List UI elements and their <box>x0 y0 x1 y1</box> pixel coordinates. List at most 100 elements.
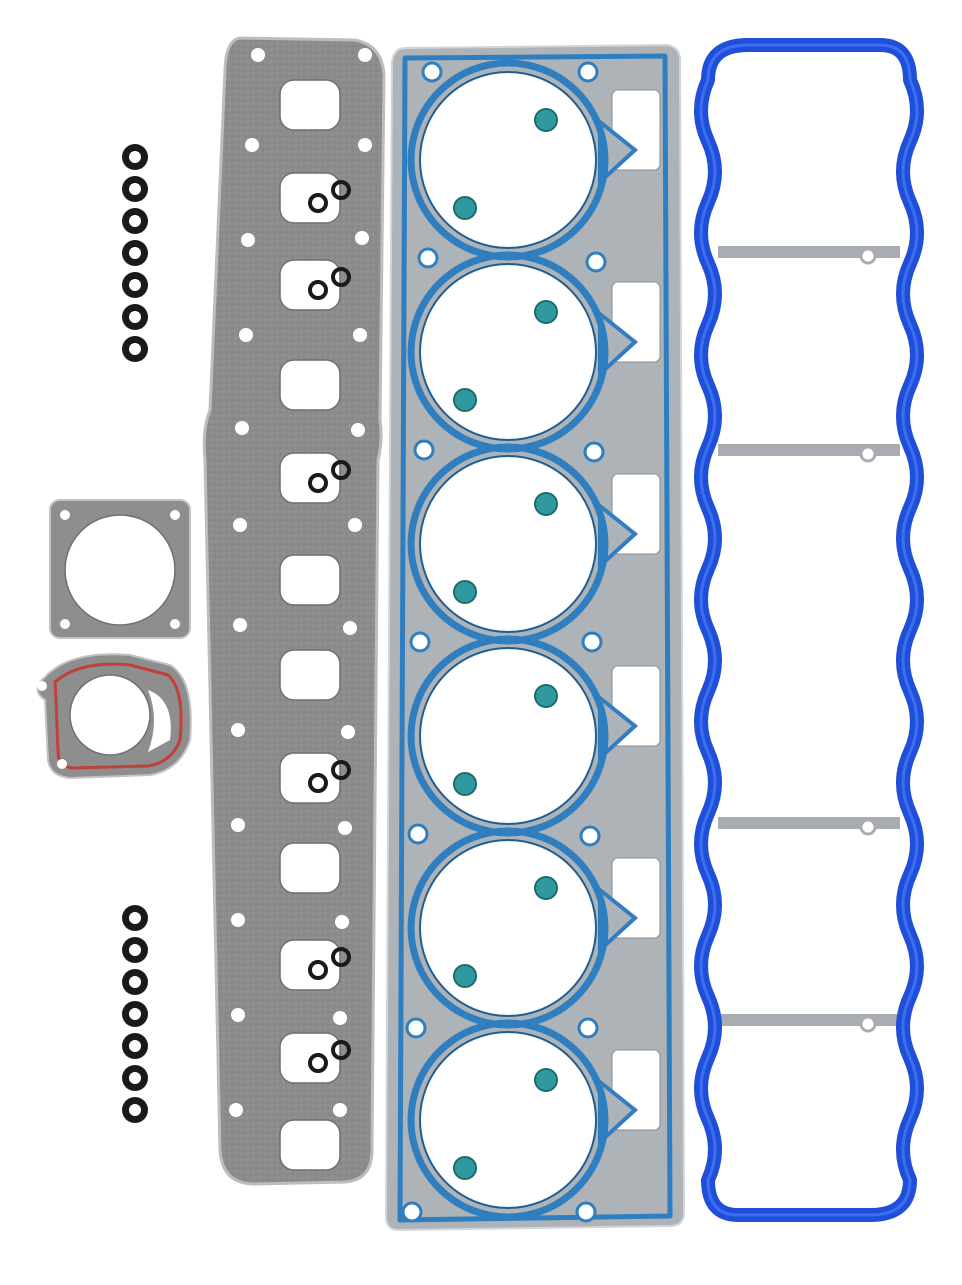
bolt-hole <box>233 618 247 632</box>
valve-seal <box>534 1068 558 1092</box>
head-bolt-hole <box>579 825 601 847</box>
valve-stem-seals-bottom <box>122 905 148 1123</box>
bolt-hole <box>245 138 259 152</box>
head-bolt-hole <box>585 251 607 273</box>
head-bolt-hole <box>581 631 603 653</box>
exhaust-port <box>279 649 341 701</box>
cylinder-bore <box>419 71 597 249</box>
cylinder-bead-notch <box>598 693 639 763</box>
cover-frame-hole <box>859 1015 877 1033</box>
bolt-hole <box>241 233 255 247</box>
valve-seal <box>453 580 477 604</box>
cylinder-bore <box>419 839 597 1017</box>
bolt-hole <box>231 913 245 927</box>
head-bolt-hole <box>575 1201 597 1223</box>
bolt-hole <box>355 231 369 245</box>
head-bolt-hole <box>421 61 443 83</box>
port-oring <box>331 267 351 287</box>
egr-gasket <box>36 653 192 780</box>
valve-stem-seal-bore <box>129 151 141 163</box>
bolt-hole <box>348 518 362 532</box>
head-bolt-hole <box>577 1017 599 1039</box>
head-bolt-hole <box>577 61 599 83</box>
valve-stem-seal-bore <box>129 247 141 259</box>
valve-seal <box>534 684 558 708</box>
bolt-hole <box>231 723 245 737</box>
head-bolt-hole <box>405 1017 427 1039</box>
throttle-body-gasket <box>49 499 191 639</box>
exhaust-port <box>279 1119 341 1171</box>
exhaust-port <box>279 359 341 411</box>
port-oring <box>308 1053 328 1073</box>
valve-seal <box>534 300 558 324</box>
bolt-hole <box>351 423 365 437</box>
bolt-hole <box>358 138 372 152</box>
exhaust-manifold-gasket <box>202 36 386 1186</box>
bolt-hole <box>333 1011 347 1025</box>
cover-frame-hole <box>859 247 877 265</box>
valve-stem-seal-bore <box>129 944 141 956</box>
bolt-hole <box>233 518 247 532</box>
port-oring <box>308 773 328 793</box>
head-bolt-hole <box>413 439 435 461</box>
cover-frame-hole <box>859 445 877 463</box>
bolt-hole <box>239 328 253 342</box>
valve-seal <box>453 964 477 988</box>
port-oring <box>308 280 328 300</box>
valve-stem-seal-bore <box>129 912 141 924</box>
valve-seal <box>534 108 558 132</box>
cylinder-bead-notch <box>598 885 639 955</box>
bolt-hole <box>358 48 372 62</box>
cover-frame-hole <box>859 818 877 836</box>
valve-stem-seal-bore <box>129 215 141 227</box>
head-bolt-hole <box>409 631 431 653</box>
valve-stem-seal-bore <box>129 1072 141 1084</box>
port-oring <box>331 760 351 780</box>
valve-cover-gasket <box>694 38 924 1222</box>
exhaust-port <box>279 554 341 606</box>
head-bolt-hole <box>417 247 439 269</box>
exhaust-port <box>279 842 341 894</box>
valve-stem-seal-bore <box>129 1008 141 1020</box>
bolt-hole <box>343 621 357 635</box>
cylinder-bead-notch <box>598 501 639 571</box>
cylinder-bore-bead <box>407 1019 609 1221</box>
port-oring <box>331 1040 351 1060</box>
cylinder-bore <box>419 647 597 825</box>
bolt-hole <box>231 1008 245 1022</box>
cylinder-bead-notch <box>598 1077 639 1147</box>
head-bolt-hole <box>407 823 429 845</box>
head-bolt-hole <box>401 1201 423 1223</box>
bolt-hole <box>231 818 245 832</box>
valve-stem-seal-bore <box>129 343 141 355</box>
valve-stem-seal-bore <box>129 1040 141 1052</box>
port-oring <box>331 460 351 480</box>
cylinder-bore <box>419 1031 597 1209</box>
bolt-hole <box>235 421 249 435</box>
valve-stem-seal-bore <box>129 311 141 323</box>
valve-seal <box>453 772 477 796</box>
valve-seal <box>453 388 477 412</box>
bolt-hole <box>341 725 355 739</box>
bolt-hole <box>229 1103 243 1117</box>
port-oring <box>331 180 351 200</box>
bolt-hole <box>251 48 265 62</box>
port-oring <box>308 473 328 493</box>
valve-stem-seal-bore <box>129 279 141 291</box>
valve-seal <box>534 492 558 516</box>
port-oring <box>331 947 351 967</box>
valve-stem-seal-bore <box>129 976 141 988</box>
bolt-hole <box>335 915 349 929</box>
cylinder-bead-notch <box>598 117 639 187</box>
valve-seal <box>453 1156 477 1180</box>
bolt-hole <box>353 328 367 342</box>
port-oring <box>308 960 328 980</box>
head-bolt-hole <box>583 441 605 463</box>
head-gasket <box>384 43 686 1232</box>
valve-stem-seals-top <box>122 144 148 362</box>
cylinder-bore <box>419 455 597 633</box>
exhaust-port <box>279 79 341 131</box>
valve-stem-seal-bore <box>129 1104 141 1116</box>
